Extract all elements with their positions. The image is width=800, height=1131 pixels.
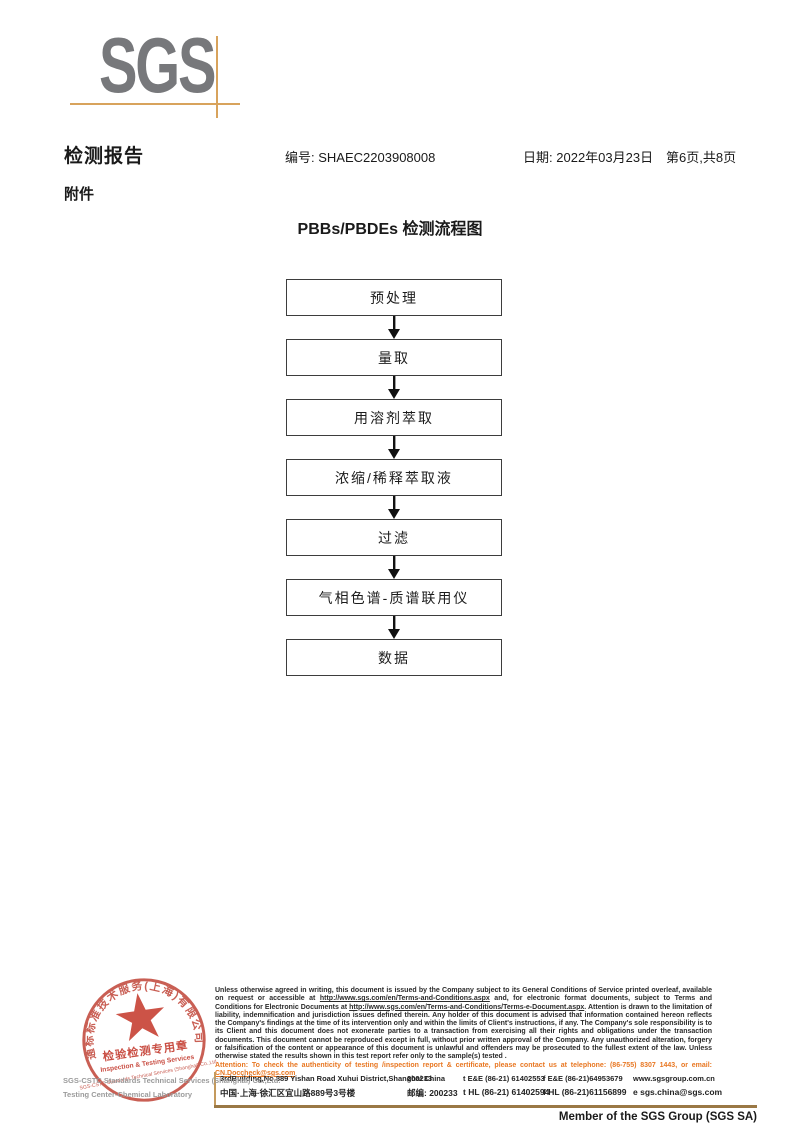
postal-code-en: 200233 xyxy=(407,1074,433,1083)
report-number-value: SHAEC2203908008 xyxy=(318,150,436,165)
lab-name-line2: Testing Center-Chemical Laboratory xyxy=(63,1090,193,1099)
email-link[interactable]: e sgs.china@sgs.com xyxy=(633,1087,723,1097)
address-cn: 中国·上海·徐汇区宜山路889号3号楼 xyxy=(220,1088,356,1098)
terms-e-document-link[interactable]: http://www.sgs.com/en/Terms-and-Conditio… xyxy=(349,1003,585,1011)
report-number: 编号: SHAEC2203908008 xyxy=(285,147,435,166)
report-date-value: 2022年03月23日 xyxy=(556,150,654,165)
postal-code-cn: 邮编: 200233 xyxy=(407,1088,458,1098)
fax-cn: f HL (86-21)61156899 xyxy=(543,1087,627,1097)
fax-en: f E&E (86-21)64953679 xyxy=(543,1074,623,1083)
attention-notice: Attention: To check the authenticity of … xyxy=(215,1062,712,1079)
company-seal-stamp: 通标标准技术服务(上海)有限公司 检验检测专用章 Inspection & Te… xyxy=(73,970,219,1102)
legal-text-part1: Unless otherwise agreed in writing, this… xyxy=(215,987,712,1003)
address-block: 3rdBuilding,No.889 Yishan Road Xuhui Dis… xyxy=(220,1074,757,1104)
flow-step-data: 数据 xyxy=(286,639,502,676)
arrow-down-icon xyxy=(388,376,400,399)
seal-star-icon xyxy=(115,993,165,1042)
report-date-label: 日期: xyxy=(523,150,553,165)
doccheck-email-link[interactable]: CN.Doccheck@sgs.com xyxy=(215,1069,296,1077)
flow-step-concentrate-dilute: 浓缩/稀释萃取液 xyxy=(286,459,502,496)
arrow-down-icon xyxy=(388,556,400,579)
phone-cn: t HL (86-21) 61402594 xyxy=(463,1087,550,1097)
flowchart-title: PBBs/PBDEs 检测流程图 xyxy=(297,221,483,238)
page-indicator: 第6页,共8页 xyxy=(666,150,737,165)
report-date: 日期: 2022年03月23日 xyxy=(523,147,653,166)
logo-crosshair-horizontal-line xyxy=(70,103,240,105)
flowchart: 预处理 量取 用溶剂萃取 浓缩/稀释萃取液 过滤 气相色谱-质谱联用仪 数据 xyxy=(286,279,502,676)
flow-step-filter: 过滤 xyxy=(286,519,502,556)
legal-text-part3: . Attention is drawn to the limitation o… xyxy=(215,1003,712,1061)
arrow-down-icon xyxy=(388,496,400,519)
flow-step-measure: 量取 xyxy=(286,339,502,376)
flow-step-pretreatment: 预处理 xyxy=(286,279,502,316)
address-divider-vertical xyxy=(214,1072,216,1105)
arrow-down-icon xyxy=(388,316,400,339)
report-number-label: 编号: xyxy=(285,150,315,165)
sgs-member-label: Member of the SGS Group (SGS SA) xyxy=(558,1111,757,1123)
legal-text-part2: and, for electronic format documents, su… xyxy=(215,995,713,1011)
terms-conditions-link[interactable]: http://www.sgs.com/en/Terms-and-Conditio… xyxy=(319,995,490,1003)
attention-text: Attention: To check the authenticity of … xyxy=(215,1061,712,1069)
seal-circle xyxy=(82,978,206,1102)
logo-crosshair-vertical-line xyxy=(216,36,218,118)
flow-step-solvent-extraction: 用溶剂萃取 xyxy=(286,399,502,436)
phone-en: t E&E (86-21) 61402553 xyxy=(463,1074,545,1083)
footer-rule xyxy=(214,1105,757,1108)
arrow-down-icon xyxy=(388,616,400,639)
lab-name-line1: SGS-CSTC Standards Technical Services (S… xyxy=(63,1076,281,1085)
attachment-label: 附件 xyxy=(64,186,95,203)
sgs-logo: SGS xyxy=(99,21,216,109)
flow-step-gcms: 气相色谱-质谱联用仪 xyxy=(286,579,502,616)
report-title: 检测报告 xyxy=(64,146,145,167)
arrow-down-icon xyxy=(388,436,400,459)
address-en: 3rdBuilding,No.889 Yishan Road Xuhui Dis… xyxy=(220,1074,446,1083)
website-link[interactable]: www.sgsgroup.com.cn xyxy=(633,1074,715,1083)
legal-disclaimer: Unless otherwise agreed in writing, this… xyxy=(215,987,712,1078)
